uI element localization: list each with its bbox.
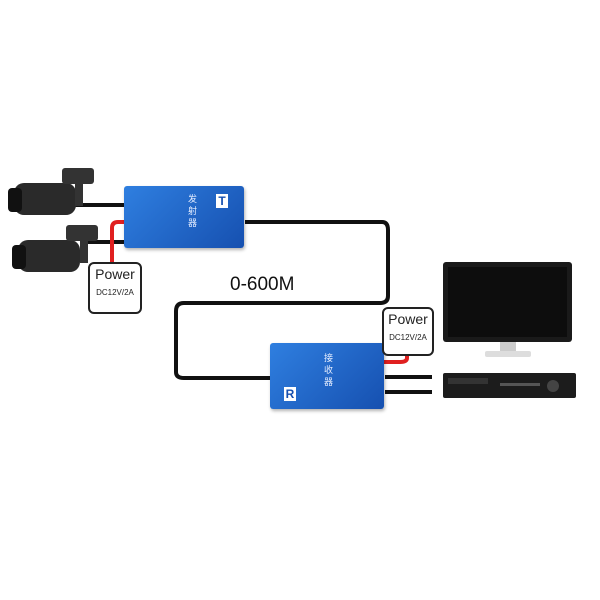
power-spec: DC12V/2A	[389, 333, 427, 342]
power-cable	[380, 354, 409, 364]
power-title: Power	[95, 266, 135, 282]
receiver-label: 接收器	[323, 353, 333, 389]
monitor-icon	[443, 262, 572, 357]
transmitter-label: 发射器	[187, 194, 197, 230]
transmitter-device: T 发射器	[124, 186, 244, 248]
power-title: Power	[388, 311, 428, 327]
transmitter-badge: T	[216, 194, 228, 208]
power-spec: DC12V/2A	[96, 288, 134, 297]
power-supply-transmitter: Power DC12V/2A	[88, 262, 142, 314]
camera-icon	[12, 225, 98, 272]
coax-cable	[174, 220, 390, 380]
distance-label: 0-600M	[230, 274, 295, 295]
receiver-badge: R	[284, 387, 296, 401]
receiver-device: R 接收器	[270, 343, 384, 409]
power-supply-receiver: Power DC12V/2A	[382, 307, 434, 356]
power-cable	[110, 220, 135, 264]
dvr-recorder-icon	[443, 373, 576, 398]
camera-icon	[8, 168, 94, 215]
